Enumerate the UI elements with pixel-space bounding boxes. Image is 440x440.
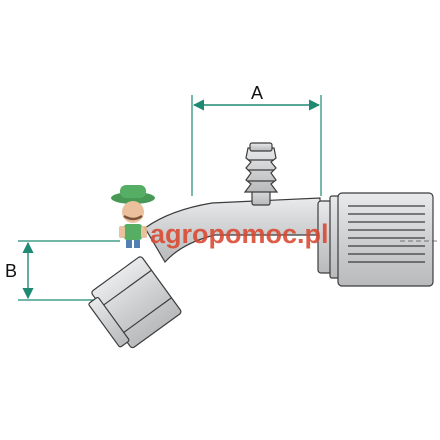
nut-flat-2 (120, 297, 172, 335)
swivel-nut (88, 256, 182, 349)
farmer-mascot-icon (111, 185, 155, 248)
fitting-part (88, 142, 434, 349)
watermark: agropomoc.pl (111, 185, 329, 249)
crimp-sleeve (337, 192, 434, 287)
dimension-b-label: B (5, 261, 17, 281)
dimension-a-label: A (251, 83, 263, 103)
nut-body (91, 256, 182, 349)
service-port-cap (249, 142, 273, 152)
watermark-brand-text: agropomoc.pl (150, 219, 329, 249)
dimension-a: A (191, 83, 322, 196)
nut-seat (88, 297, 130, 348)
nut-flat-1 (100, 269, 152, 308)
